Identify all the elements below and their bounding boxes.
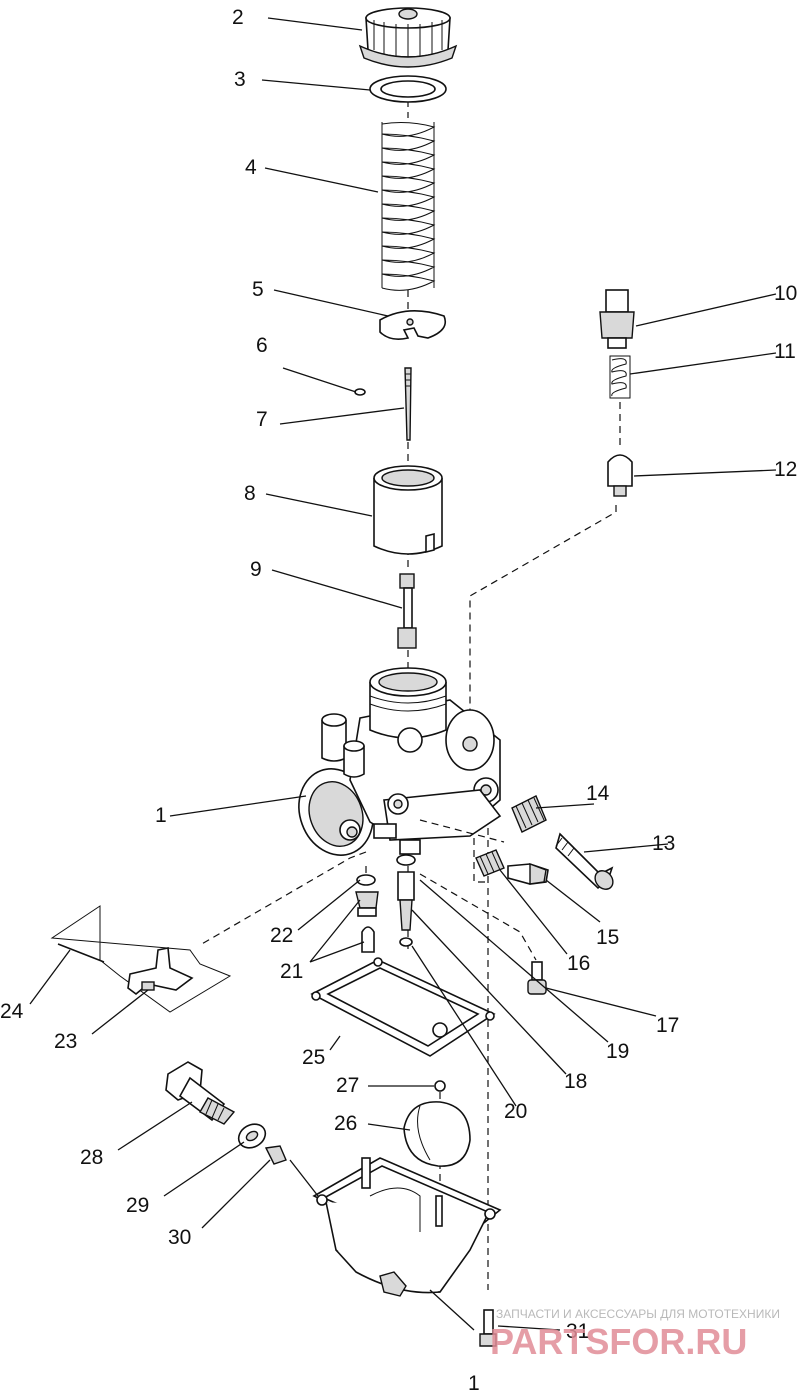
watermark-tagline: ЗАПЧАСТИ И АКСЕССУАРЫ ДЛЯ МОТОТЕХНИКИ — [496, 1307, 780, 1321]
float-part — [403, 1101, 471, 1167]
callout-10: 10 — [774, 282, 797, 305]
small-screw-part — [527, 961, 547, 995]
callout-7: 7 — [256, 408, 268, 431]
idle-screw-part — [555, 832, 614, 890]
callout-6: 6 — [256, 334, 268, 357]
pilot-plunger-part — [607, 454, 633, 497]
callout-4: 4 — [245, 156, 257, 179]
callout-24: 24 — [0, 1000, 24, 1023]
callout-1-body: 1 — [155, 804, 167, 827]
throttle-slide-part — [373, 465, 443, 555]
mixture-spring-part — [475, 849, 505, 877]
callout-15: 15 — [596, 926, 619, 949]
axis-line — [473, 838, 486, 883]
washer-small-part — [399, 937, 413, 947]
mixture-screw-part — [507, 862, 549, 885]
axis-line — [199, 851, 367, 946]
callout-25: 25 — [302, 1046, 325, 1069]
float-bowl-gasket-part — [310, 957, 496, 1057]
callout-2: 2 — [232, 6, 244, 29]
callout-18: 18 — [564, 1070, 587, 1093]
needle-jet-part — [397, 573, 417, 649]
watermark: ЗАПЧАСТИ И АКСЕССУАРЫ ДЛЯ МОТОТЕХНИКИ PA… — [490, 1307, 780, 1362]
small-spring-part — [609, 355, 631, 399]
axis-line — [469, 505, 617, 738]
callout-16: 16 — [567, 952, 590, 975]
washer-part — [369, 75, 447, 103]
clip-plate-part — [379, 310, 447, 340]
e-clip-part — [354, 388, 366, 396]
callout-23: 23 — [54, 1030, 77, 1053]
drain-washer-part — [237, 1123, 267, 1149]
callout-8: 8 — [244, 482, 256, 505]
cap-part — [358, 7, 458, 68]
pilot-screw-cap-part — [599, 289, 635, 349]
callout-11: 11 — [774, 340, 796, 363]
callout-13: 13 — [652, 832, 675, 855]
jet-needle-part — [404, 367, 412, 441]
callout-5: 5 — [252, 278, 264, 301]
watermark-brand-logo: PARTSFOR.RU — [490, 1321, 747, 1362]
callout-29: 29 — [126, 1194, 149, 1217]
callout-14: 14 — [586, 782, 610, 805]
callout-26: 26 — [334, 1112, 357, 1135]
callout-28: 28 — [80, 1146, 103, 1169]
callout-22: 22 — [270, 924, 293, 947]
o-ring-part — [356, 854, 416, 886]
callout-21: 21 — [280, 960, 303, 983]
float-bracket-assembly — [50, 905, 232, 1013]
callout-1-bottom: 1 — [468, 1372, 480, 1395]
callout-9: 9 — [250, 558, 262, 581]
callout-3: 3 — [234, 68, 246, 91]
leader-lines — [29, 17, 777, 1331]
float-bowl-part — [312, 1157, 502, 1297]
callout-30: 30 — [168, 1226, 191, 1249]
axis-line — [419, 819, 505, 843]
spring-part — [381, 120, 436, 291]
callout-31: 31 — [566, 1320, 589, 1343]
main-jet-part — [397, 871, 415, 931]
jet-nozzle-part — [361, 926, 375, 953]
callout-labels: 2 3 4 5 6 7 8 9 10 11 12 1 14 13 15 16 1… — [0, 6, 797, 1395]
idle-spring-part — [511, 795, 547, 833]
carburetor-body-part — [298, 667, 502, 856]
bowl-screw-part — [479, 1309, 497, 1347]
axis-line — [419, 873, 537, 961]
callout-19: 19 — [606, 1040, 629, 1063]
seat-part — [434, 1080, 446, 1092]
drain-screw-part — [264, 1145, 287, 1165]
callout-27: 27 — [336, 1074, 359, 1097]
callout-20: 20 — [504, 1100, 527, 1123]
drain-bolt-part — [165, 1061, 236, 1125]
callout-17: 17 — [656, 1014, 679, 1037]
pilot-jet-part — [355, 891, 379, 917]
callout-12: 12 — [774, 458, 797, 481]
